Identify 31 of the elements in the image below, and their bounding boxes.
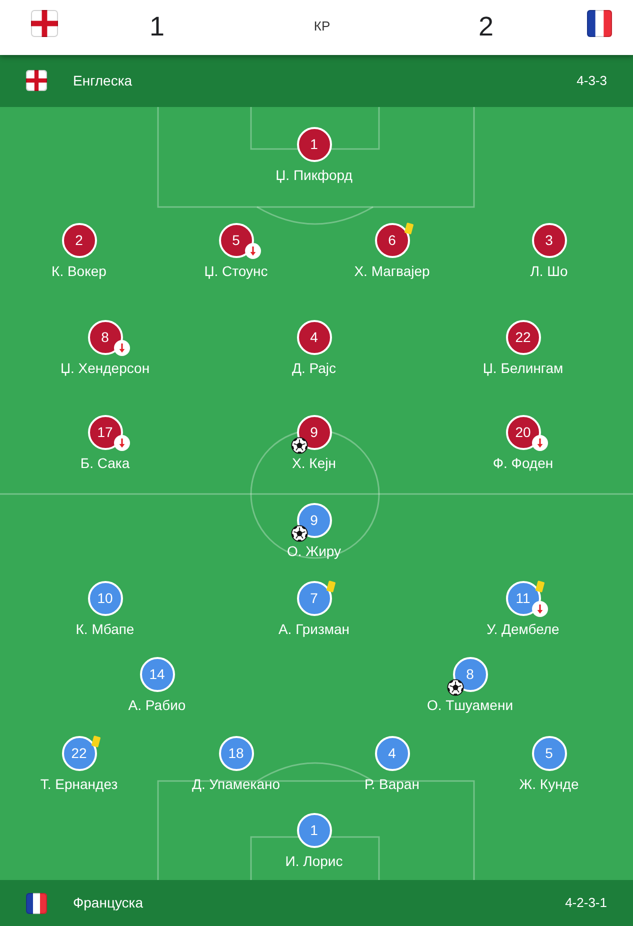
player-name: А. Рабио — [128, 696, 186, 714]
player-name: Р. Варан — [364, 776, 420, 792]
score: 2 — [478, 11, 494, 43]
player-name: Џ. Пикфорд — [276, 166, 352, 184]
player-name: Џ. Стоунс — [204, 262, 268, 280]
player-name: Д. Рајс — [292, 360, 336, 376]
player-name: Т. Ернандез — [40, 776, 118, 792]
formation: 4-2-3-1 — [565, 895, 607, 911]
player-name: Џ. Белингам — [482, 360, 564, 376]
player-name: К. Вокер — [52, 262, 106, 280]
formation: 4-3-3 — [576, 72, 607, 88]
score: 1 — [149, 11, 165, 43]
team-name: Француска — [73, 894, 144, 912]
player-name: У. Дембеле — [486, 620, 560, 638]
team-bar — [0, 54, 633, 107]
player-name: Д. Упамекано — [192, 776, 280, 792]
player-name: Х. Кејн — [292, 454, 336, 472]
match-status: КР — [314, 20, 330, 34]
player-name: О. Жиру — [286, 542, 342, 560]
player-name: А. Гризман — [278, 620, 350, 638]
player-name: Л. Шо — [530, 262, 568, 280]
player-name: О. Тшуамени — [426, 696, 514, 714]
team-name: Енглеска — [73, 72, 132, 89]
player-name: Х. Магвајер — [354, 262, 430, 280]
player-name: Џ. Хендерсон — [60, 360, 150, 376]
player-name: Б. Сака — [80, 454, 130, 472]
player-name: К. Мбапе — [76, 620, 134, 638]
player-name: Ф. Фоден — [492, 454, 554, 472]
team-bar — [0, 880, 633, 926]
player-name: Ж. Кунде — [519, 776, 579, 792]
player-name: И. Лорис — [285, 852, 343, 870]
